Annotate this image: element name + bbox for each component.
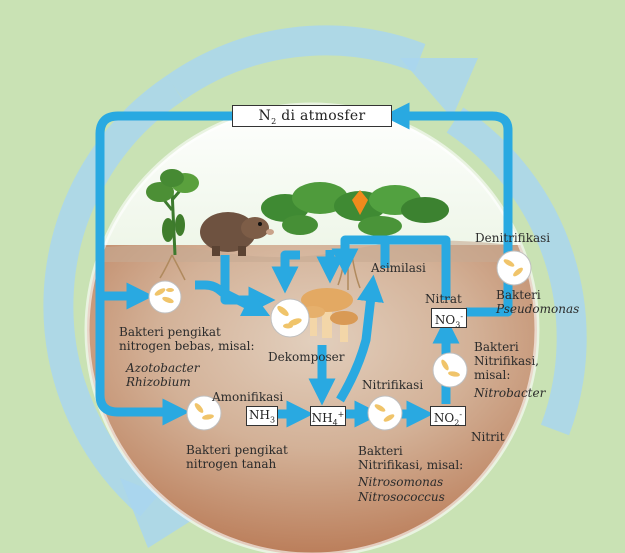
label-nitrat: Nitrat [425,292,462,306]
nh3-box: NH3 [246,406,278,426]
label-nitrosococcus: Nitrosococcus [358,490,445,504]
label-amonifikasi: Amonifikasi [212,390,284,404]
mole-icon [200,212,274,256]
plant-right-icon [261,182,449,290]
label-nitrosomonas: Nitrosomonas [358,475,444,489]
microbe-pseudomonas-icon [496,250,532,286]
label-asimilasi: Asimilasi [371,261,426,275]
label-dekomposer: Dekomposer [268,350,345,364]
mushroom-icon [301,288,358,342]
label-denitrifikasi: Denitrifikasi [475,231,551,245]
label-bakteri-nitrobacter-1: Bakteri [474,340,519,354]
n2-symbol: N [258,108,272,124]
label-bakteri-nitrobacter-2: Nitrifikasi, [474,354,539,368]
label-bakteri-nitrobacter-3: misal: [474,368,511,382]
microbe-nitrobacter-icon [432,352,468,388]
label-bakteri-pseudomonas: Bakteri [496,288,541,302]
label-bakteri-tanah-1: Bakteri pengikat [186,443,288,457]
n2-subscript: 2 [271,116,277,126]
label-bakteri-tanah-2: nitrogen tanah [186,457,277,471]
label-bakteri-bebas-2: nitrogen bebas, misal: [119,339,255,353]
plant-left-icon [146,169,199,281]
label-bakteri-nitroso-1: Bakteri [358,444,403,458]
label-bakteri-nitroso-2: Nitrifikasi, misal: [358,458,464,472]
microbe-decomposer-icon [270,298,310,338]
outer-cycle-arrow [43,25,587,548]
no3-box: NO3- [431,308,467,329]
label-nitrit: Nitrit [471,430,505,444]
label-pseudomonas: Pseudomonas [496,302,580,316]
n2-text: di atmosfer [281,108,366,124]
label-rhizobium: Rhizobium [126,375,191,389]
atmosphere-n2-box: N2 di atmosfer [232,105,392,127]
label-nitrifikasi: Nitrifikasi [362,378,424,392]
label-nitrobacter: Nitrobacter [474,386,546,400]
label-bakteri-bebas-1: Bakteri pengikat [119,325,221,339]
microbe-free-fixing-icon [148,280,182,314]
microbe-soil-fixing-icon [186,395,222,431]
label-azotobacter: Azotobacter [126,361,200,375]
microbe-nitrosomonas-icon [367,395,403,431]
no2-box: NO2- [430,406,466,427]
nh4-box: NH4+ [310,406,346,427]
